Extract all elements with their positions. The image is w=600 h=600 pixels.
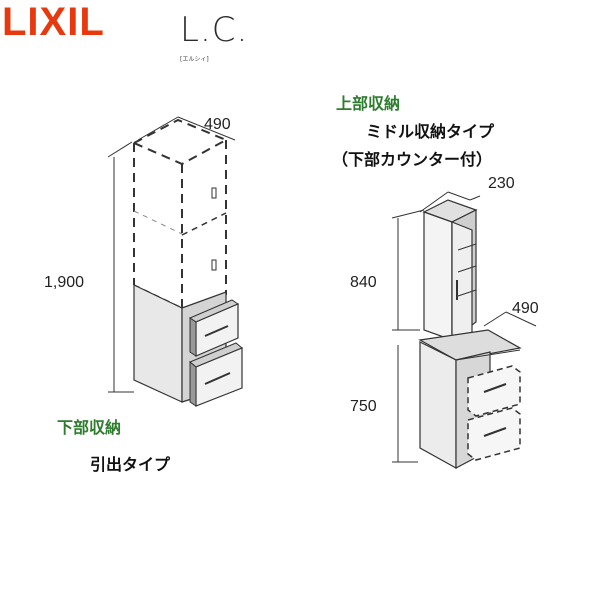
right-lower-height-dimension: 750	[350, 398, 377, 415]
right-upper-height-dimension: 840	[350, 274, 377, 291]
left-category-label: 下部収納	[57, 418, 122, 437]
left-width-dimension: 490	[204, 116, 231, 133]
right-type-note: （下部カウンター付）	[332, 150, 493, 169]
right-category-label: 上部収納	[336, 94, 401, 113]
left-type-label: 引出タイプ	[90, 455, 171, 474]
left-height-dimension: 1,900	[44, 274, 85, 291]
series-name: L.C.	[180, 10, 249, 50]
right-upper-width-dimension: 230	[488, 175, 515, 192]
right-counter-depth-dimension: 490	[512, 300, 539, 317]
left-cabinet-drawing	[107, 116, 243, 407]
lixil-logo: LIXIL	[2, 0, 105, 44]
right-type-label: ミドル収納タイプ	[366, 122, 495, 141]
right-cabinet-drawing	[391, 191, 537, 470]
series-reading: [エルシィ]	[180, 56, 209, 63]
